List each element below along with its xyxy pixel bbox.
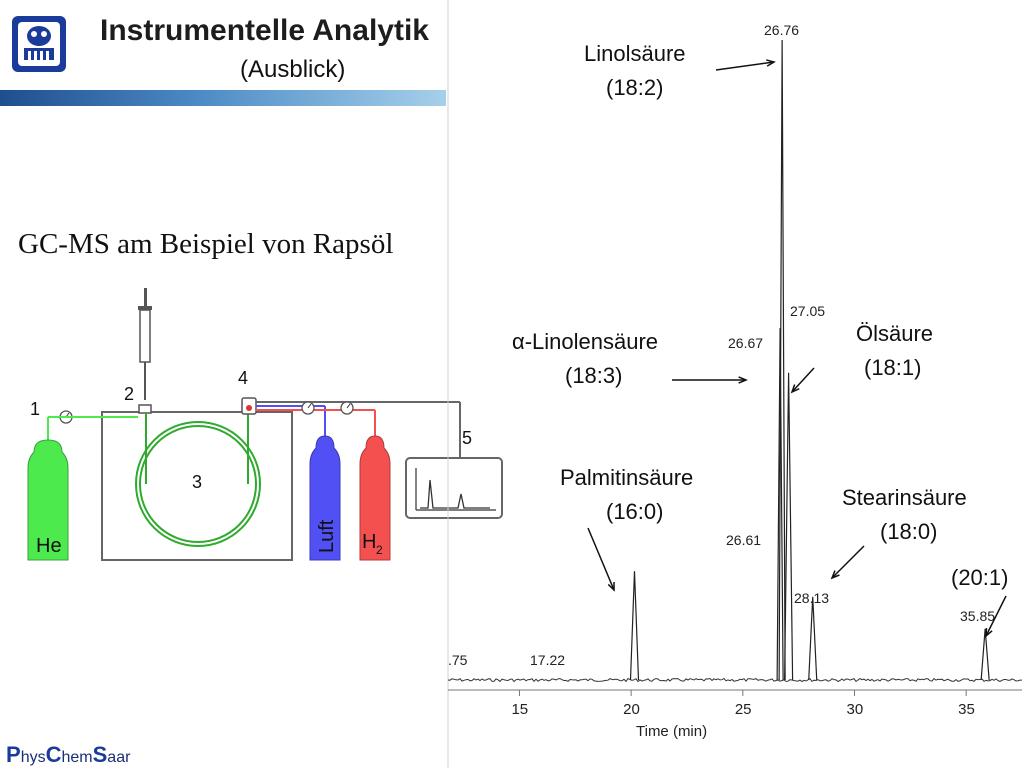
annotation-stear-name: Stearinsäure — [842, 485, 967, 510]
annotation-linol-code: (18:2) — [606, 75, 664, 100]
label-1: 1 — [30, 399, 40, 419]
annotation-arrowhead-5 — [985, 627, 993, 638]
annotation-linol-name: Linolsäure — [584, 41, 686, 66]
x-tick-label-3: 30 — [846, 701, 863, 718]
page-title: Instrumentelle Analytik — [100, 14, 429, 47]
chromatogram-baseline — [447, 677, 1022, 683]
annotation-palm-name: Palmitinsäure — [560, 465, 694, 490]
annotation-palm-code: (16:0) — [606, 499, 664, 524]
oven-box — [101, 411, 293, 561]
h2-subscript: 2 — [376, 543, 383, 557]
x-axis-title: Time (min) — [636, 723, 707, 740]
annotation-oel-name: Ölsäure — [856, 321, 934, 346]
peak-label-2: 26.76 — [764, 22, 799, 38]
annotation-oel-code: (18:1) — [864, 355, 922, 380]
peak-label-1: 26.61 — [726, 532, 761, 548]
peak-6 — [980, 628, 990, 681]
luft-label: Luft — [316, 519, 338, 553]
annotation-arrowhead-3 — [607, 581, 615, 592]
page-subtitle: (Ausblick) — [240, 56, 346, 83]
annotation-ei-code: (20:1) — [951, 565, 1009, 590]
annotation-arrow-3 — [587, 527, 615, 591]
annotation-arrowhead-4 — [830, 570, 840, 580]
annotation-arrow-2 — [791, 367, 815, 393]
header-bar — [0, 90, 446, 106]
peak-label-5: 28.13 — [794, 590, 829, 606]
peak-label-0: 17.22 — [530, 652, 565, 668]
footer-p: P — [6, 742, 21, 767]
annotation-arrow-0 — [715, 61, 775, 71]
label-2: 2 — [124, 384, 134, 404]
university-logo — [12, 16, 66, 72]
annotation-alpha-name: α-Linolensäure — [512, 329, 659, 354]
annotation-arrowhead-1 — [738, 376, 748, 384]
label-3: 3 — [192, 472, 202, 492]
footer-c: C — [45, 742, 62, 767]
peak-label-4: 27.05 — [790, 303, 825, 319]
x-tick-label-0: 15 — [511, 701, 528, 718]
label-5: 5 — [462, 428, 472, 448]
chromatogram-chart: 17.22 26.61 26.76 26.67 27.05 28.13 35.85 .75 15… — [447, 0, 1022, 768]
chromatogram-panel: 17.22 26.61 26.76 26.67 27.05 28.13 35.85 .75 15… — [446, 0, 1024, 768]
h2-label: H — [362, 531, 376, 553]
footer-s: S — [92, 742, 108, 767]
peak-1 — [629, 571, 640, 681]
footer-hem: hem — [61, 749, 93, 766]
annotation-arrowhead-2 — [790, 384, 800, 394]
gc-schematic: 1 2 3 4 5 He Luft H 2 — [27, 288, 503, 561]
peak-4 — [784, 372, 794, 681]
annotation-alpha-code: (18:3) — [565, 363, 623, 388]
footer-aar: aar — [107, 749, 131, 766]
x-tick-label-2: 25 — [735, 701, 752, 718]
x-tick-label-4: 35 — [958, 701, 975, 718]
x-tick-label-1: 20 — [623, 701, 640, 718]
footer-hys: hys — [20, 749, 46, 766]
peak-5 — [808, 596, 818, 681]
annotation-stear-code: (18:0) — [880, 519, 938, 544]
peak-label-3: 26.67 — [728, 335, 763, 351]
annotation-arrow-4 — [831, 545, 865, 579]
peak-2 — [778, 39, 786, 681]
annotation-arrowhead-0 — [766, 59, 776, 67]
he-label: He — [36, 535, 62, 557]
peak-label-7: .75 — [448, 652, 468, 668]
annotation-arrow-5 — [985, 595, 1007, 637]
peak-3 — [776, 327, 784, 681]
footer-brand: PhysChemSaar — [6, 742, 130, 768]
peak-label-6: 35.85 — [960, 608, 995, 624]
label-4: 4 — [238, 368, 248, 388]
section-heading: GC-MS am Beispiel von Rapsöl — [18, 228, 394, 260]
